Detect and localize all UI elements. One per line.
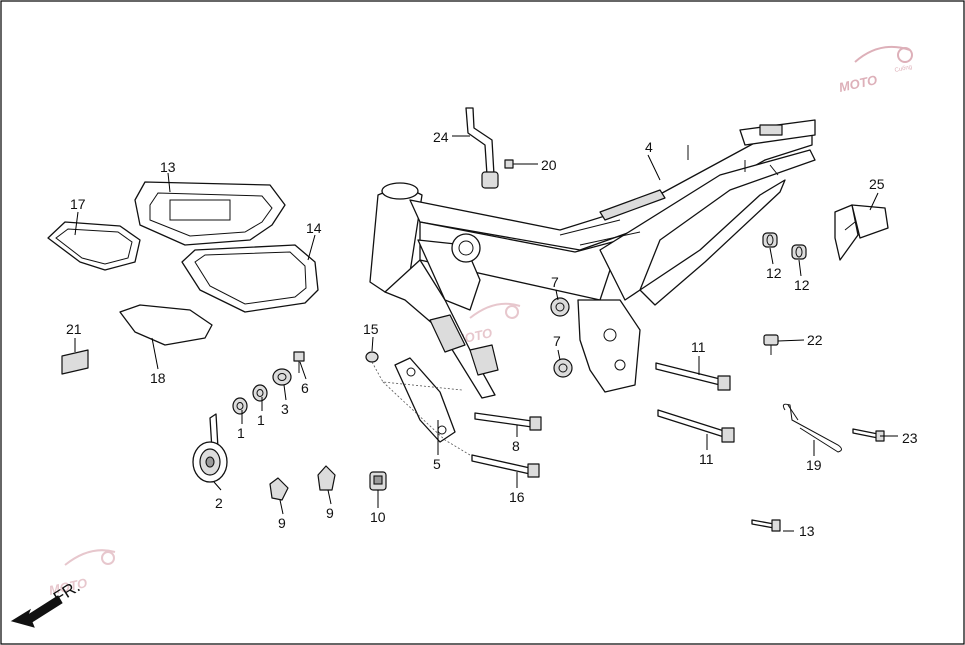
label-part-21 bbox=[61, 349, 89, 375]
bolt-part-6 bbox=[293, 351, 305, 373]
callout-labels: 1 1 2 3 4 5 6 7 7 8 9 9 10 11 11 12 12 1… bbox=[66, 129, 918, 539]
bracket-part-24 bbox=[465, 107, 499, 189]
callout-22: 22 bbox=[807, 332, 823, 348]
bracket-part-25 bbox=[834, 204, 889, 261]
horn-part-2 bbox=[192, 413, 228, 483]
side-cover-part-13 bbox=[134, 181, 286, 246]
side-cover-part-14 bbox=[181, 244, 319, 313]
grommet-part-1a bbox=[232, 397, 248, 415]
callout-23: 23 bbox=[902, 430, 918, 446]
svg-text:MOTO: MOTO bbox=[838, 72, 879, 95]
bolt-part-23 bbox=[852, 428, 885, 442]
bolt-part-11a bbox=[655, 362, 731, 391]
callout-1b: 1 bbox=[257, 412, 265, 428]
callout-8: 8 bbox=[512, 438, 520, 454]
clip-part-9a bbox=[269, 477, 289, 501]
clip-part-10 bbox=[369, 471, 387, 491]
svg-text:Cuống: Cuống bbox=[894, 64, 913, 74]
leader-lines bbox=[74, 135, 898, 532]
grommet-part-1b bbox=[252, 384, 268, 402]
callout-10: 10 bbox=[370, 509, 386, 525]
callout-9b: 9 bbox=[326, 505, 334, 521]
callout-7a: 7 bbox=[551, 274, 559, 290]
callout-13b: 13 bbox=[799, 523, 815, 539]
callout-11a: 11 bbox=[691, 339, 706, 355]
rubber-part-12a bbox=[762, 232, 778, 248]
callout-17: 17 bbox=[70, 196, 86, 212]
callout-19: 19 bbox=[806, 457, 822, 473]
bolt-part-13-small bbox=[751, 519, 781, 532]
cap-part-22 bbox=[763, 334, 779, 355]
nut-part-7a bbox=[550, 297, 570, 317]
nut-part-7b bbox=[553, 358, 573, 378]
callout-7b: 7 bbox=[553, 333, 561, 349]
callout-6: 6 bbox=[301, 380, 309, 396]
callout-2: 2 bbox=[215, 495, 223, 511]
callout-24: 24 bbox=[433, 129, 449, 145]
collar-part-3 bbox=[272, 368, 292, 386]
callout-9a: 9 bbox=[278, 515, 286, 531]
callout-11b: 11 bbox=[699, 451, 714, 467]
engine-hanger-part-5 bbox=[371, 357, 471, 456]
callout-25: 25 bbox=[869, 176, 885, 192]
callout-21: 21 bbox=[66, 321, 82, 337]
callout-12a: 12 bbox=[766, 265, 782, 281]
callout-15: 15 bbox=[363, 321, 379, 337]
callout-18: 18 bbox=[150, 370, 166, 386]
callout-16: 16 bbox=[509, 489, 525, 505]
cable-hook-part-19 bbox=[782, 403, 842, 453]
front-arrow-icon bbox=[10, 595, 63, 628]
callout-14: 14 bbox=[306, 220, 322, 236]
callout-1a: 1 bbox=[237, 425, 245, 441]
main-frame-part-4 bbox=[369, 119, 816, 399]
nut-part-15 bbox=[365, 351, 379, 363]
panel-part-18 bbox=[119, 304, 213, 346]
callout-4: 4 bbox=[645, 139, 653, 155]
bolt-part-11b bbox=[657, 409, 735, 443]
callout-5: 5 bbox=[433, 456, 441, 472]
callout-3: 3 bbox=[281, 401, 289, 417]
rubber-part-12b bbox=[791, 244, 807, 260]
watermark-logo-top-right: MOTO Cuống bbox=[838, 46, 913, 95]
callout-20: 20 bbox=[541, 157, 557, 173]
callout-13a: 13 bbox=[160, 159, 176, 175]
clip-part-9b bbox=[317, 465, 336, 491]
panel-part-17 bbox=[47, 221, 141, 271]
callout-12b: 12 bbox=[794, 277, 810, 293]
bolt-part-8 bbox=[474, 412, 542, 431]
bolt-part-16 bbox=[471, 454, 540, 478]
